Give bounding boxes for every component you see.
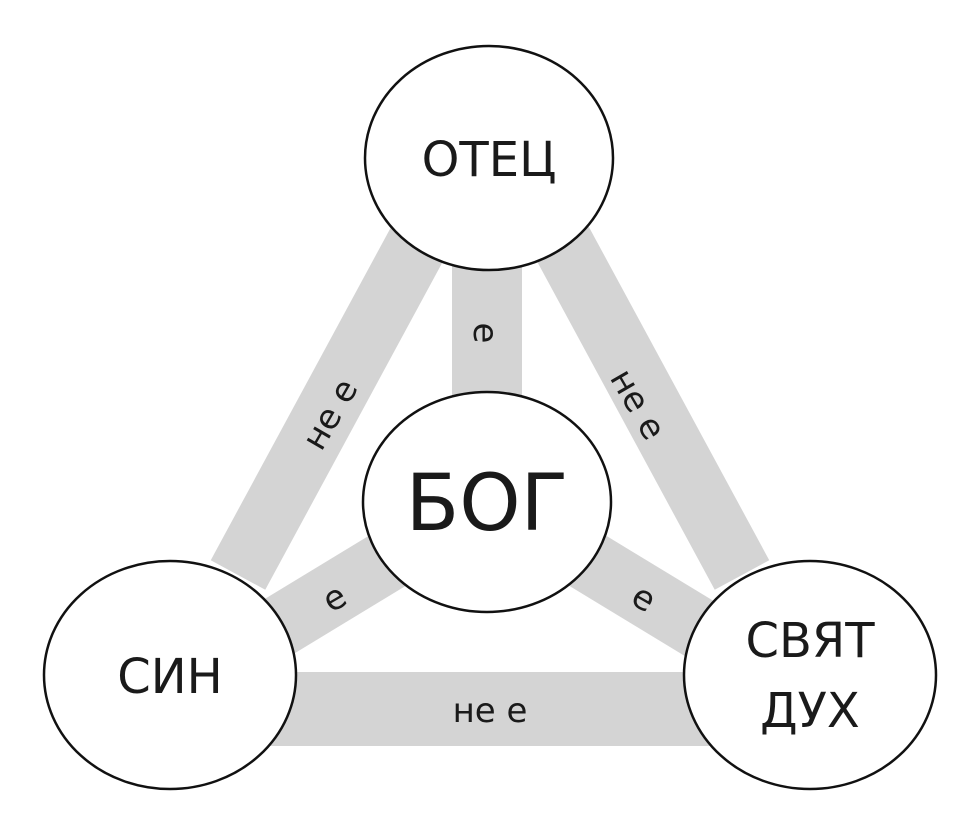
link-band-father-spirit [530,220,770,590]
link-band-son-god [253,523,422,659]
link-band-son-spirit [250,672,725,746]
node-god-label: БОГ [406,459,568,549]
link-band-father-god [452,250,522,410]
node-father-label: ОТЕЦ [422,132,557,188]
node-father [363,44,615,272]
node-son-label: СИН [117,649,223,705]
link-label-father-god: е [465,323,505,344]
node-spirit-label-2: ДУХ [760,683,860,739]
link-band-father-son [210,220,450,590]
node-son [42,559,298,791]
link-band-spirit-god [553,523,722,659]
node-spirit [682,559,938,791]
node-god [361,390,613,614]
node-spirit-label-1: СВЯТ [745,613,875,669]
link-label-son-spirit: не е [453,691,528,731]
